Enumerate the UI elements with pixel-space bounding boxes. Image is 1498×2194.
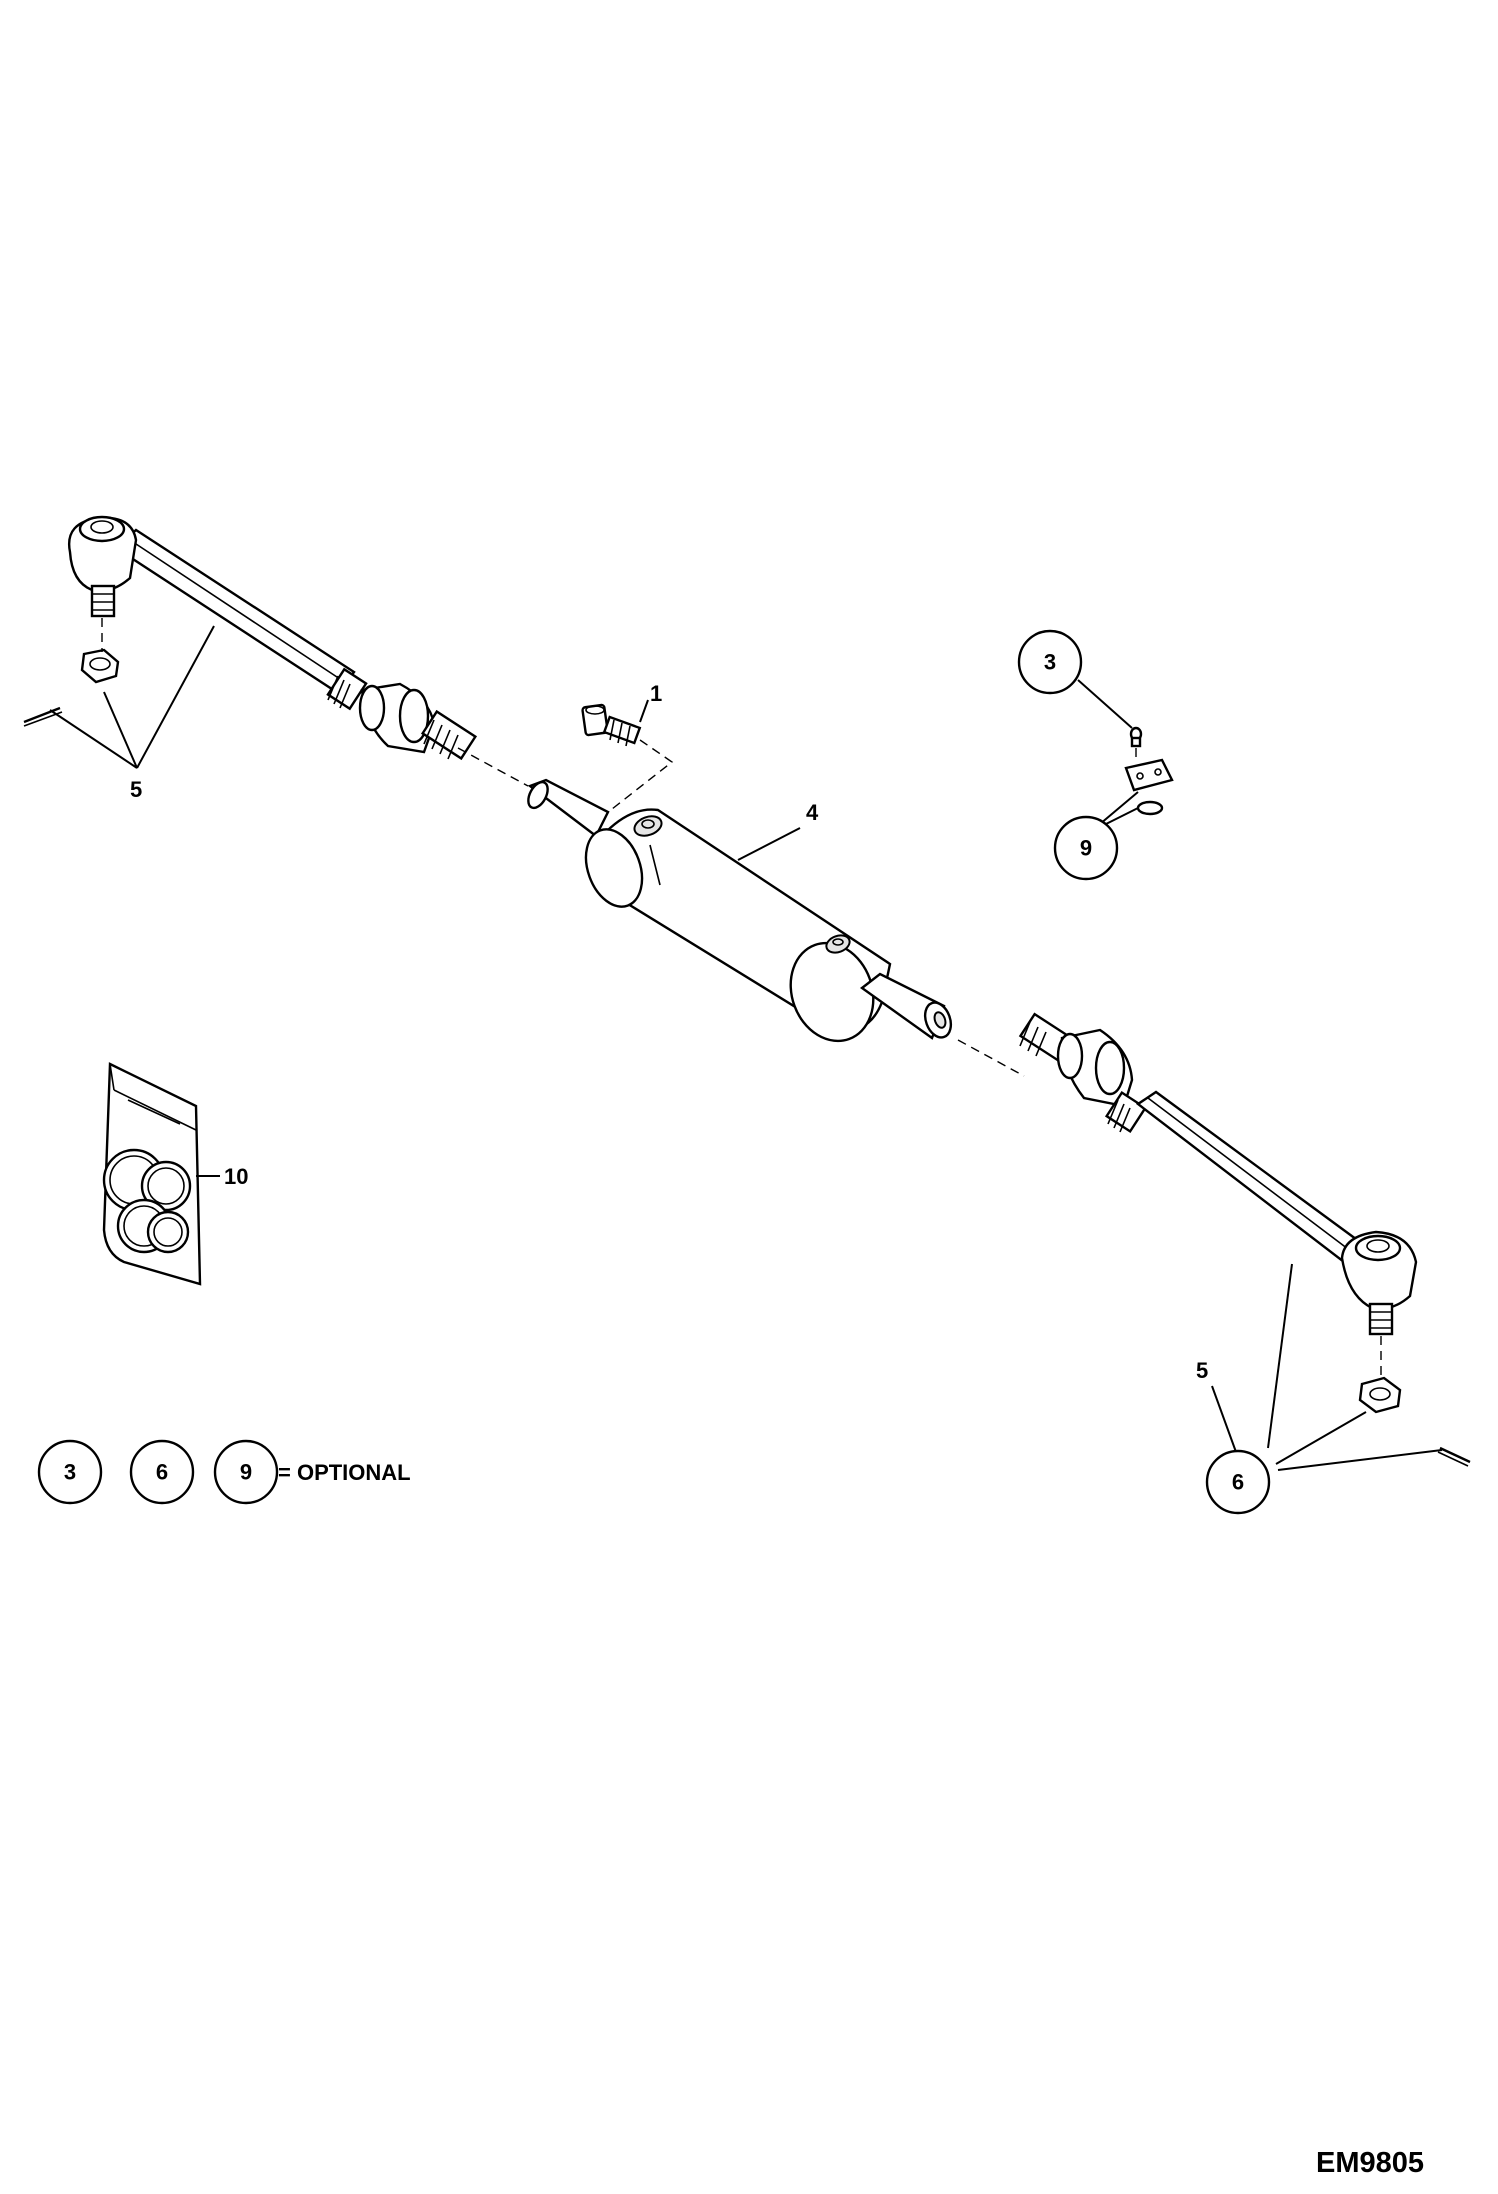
optional-legend: 3 6 9 = OPTIONAL: [37, 1439, 411, 1505]
callout-6-bubble: [1205, 1449, 1271, 1515]
callout-9: 9: [1080, 836, 1092, 861]
legend-item-6: 6: [156, 1460, 168, 1485]
legend-optional-text: = OPTIONAL: [278, 1460, 411, 1485]
o-ring: [1136, 800, 1164, 816]
mounting-bracket: [1124, 758, 1174, 792]
bolt: [581, 703, 642, 747]
right-castle-nut: [1358, 1376, 1402, 1414]
callout-3: 3: [1044, 650, 1056, 675]
callout-5-left-leaders: [49, 625, 215, 769]
drawing-id: EM9805: [1316, 2147, 1424, 2179]
right-tie-rod: [1018, 1012, 1418, 1336]
steering-cylinder: [527, 778, 953, 1043]
seal-kit-bag: [102, 1062, 202, 1286]
left-cotter-pin: [23, 706, 63, 727]
legend-bubble-9: [213, 1439, 279, 1505]
callout-3-bubble: [1017, 629, 1083, 695]
left-tie-rod: [67, 515, 478, 761]
legend-bubble-3: [37, 1439, 103, 1505]
right-cotter-pin: [1437, 1446, 1471, 1467]
callout-4: 4: [806, 800, 819, 825]
legend-item-9: 9: [240, 1460, 252, 1485]
legend-bubble-6: [129, 1439, 195, 1505]
callout-5-right: 5: [1196, 1358, 1208, 1383]
grease-fitting: [1129, 726, 1143, 748]
legend-item-3: 3: [64, 1460, 76, 1485]
left-castle-nut: [80, 648, 120, 684]
callout-10: 10: [224, 1164, 248, 1189]
callout-5-left: 5: [130, 777, 142, 802]
callout-6: 6: [1232, 1470, 1244, 1495]
callout-6-right-leaders: [1211, 1263, 1443, 1471]
callout-9-bubble: [1053, 815, 1119, 881]
callout-1: 1: [650, 681, 662, 706]
